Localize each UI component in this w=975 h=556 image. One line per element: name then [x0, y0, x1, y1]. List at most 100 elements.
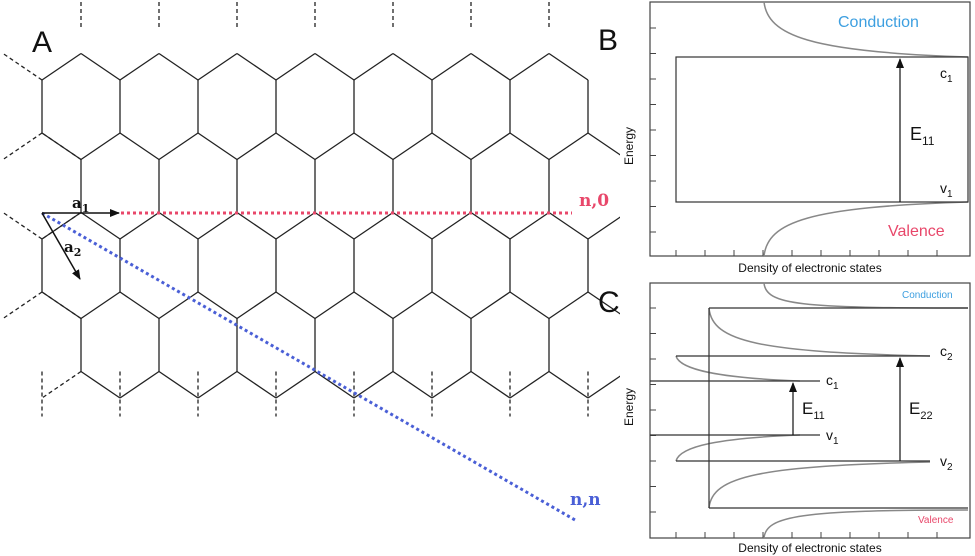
lattice-bond [548, 52, 589, 81]
armchair-direction-label: n,n [570, 490, 601, 510]
lattice-bond [41, 52, 82, 81]
a2-vector-main: a [64, 238, 74, 256]
lattice-bond [587, 216, 620, 240]
panel-a-label: A [32, 26, 52, 59]
lattice-bond [392, 132, 433, 161]
panel-c-conduction-dos-curve-3 [675, 355, 801, 382]
panel-c-c2-label: c2 [940, 343, 953, 363]
lattice-dangling-bond [2, 132, 43, 161]
lattice-dangling-bond [41, 370, 82, 399]
lattice-bond [470, 291, 511, 320]
lattice-bond [80, 132, 121, 161]
lattice-bond [509, 132, 550, 161]
panel-c-energy-axis-label: Energy [622, 388, 636, 426]
lattice-bond [587, 132, 620, 156]
lattice-bond [197, 132, 238, 161]
panel-b-dos-axis-label: Density of electronic states [738, 261, 881, 275]
panel-b-v1-label: v1 [940, 180, 953, 200]
lattice-bond [470, 211, 511, 240]
lattice-bond [80, 52, 121, 81]
a2-vector-arrow [41, 212, 81, 280]
lattice-bond [80, 291, 121, 320]
lattice-dangling-bond [41, 211, 82, 240]
panel-c-dos-ticks [675, 532, 938, 538]
lattice-bond [509, 52, 550, 81]
a1-vector-sub: 1 [82, 202, 90, 215]
lattice-bond [548, 211, 589, 240]
a1-vector-main: a [72, 194, 82, 212]
lattice-dangling-bond [41, 132, 82, 161]
lattice-bond [509, 370, 550, 399]
zigzag-direction-label: n,0 [579, 191, 609, 211]
a2-vector-sub: 2 [74, 246, 82, 259]
panel-c-v1-label: v1 [826, 427, 839, 447]
lattice-bond [353, 52, 394, 81]
lattice-bond [197, 52, 238, 81]
lattice-bond [509, 211, 550, 240]
lattice-bond [80, 211, 121, 240]
lattice-bond [80, 370, 121, 399]
lattice-bond [587, 291, 620, 315]
lattice-bond [470, 370, 511, 399]
panel-b-conduction-dos-curve [763, 1, 969, 58]
lattice-dangling-bond [2, 211, 43, 240]
lattice-bond [314, 370, 355, 399]
panel-c-e11-label: E11 [802, 399, 825, 422]
lattice-bond [197, 291, 238, 320]
panel-b-energy-axis-label: Energy [622, 127, 636, 165]
lattice-bond [314, 211, 355, 240]
lattice-bond [236, 370, 277, 399]
panel-b-dos-ticks [675, 250, 938, 256]
panel-c-c1-label: c1 [826, 372, 839, 392]
lattice-bond [392, 291, 433, 320]
lattice-bond [275, 52, 316, 81]
lattice-bond [236, 211, 277, 240]
panel-b-conduction-label: Conduction [838, 14, 919, 31]
lattice-bond [431, 291, 472, 320]
lattice-bond [119, 211, 160, 240]
lattice-bond [431, 211, 472, 240]
lattice-bond [119, 52, 160, 81]
lattice-bond [353, 291, 394, 320]
lattice-bond [158, 211, 199, 240]
panel-b-gap-box [675, 56, 969, 203]
panel-b-c1-label: c1 [940, 65, 953, 85]
panel-c-valence-label: Valence [918, 515, 954, 526]
honeycomb-lattice [2, 0, 620, 417]
lattice-bond [197, 211, 238, 240]
lattice-bond [236, 132, 277, 161]
lattice-bond [353, 370, 394, 399]
panel-c-valence-dos-curve-2 [708, 461, 931, 509]
lattice-bond [236, 291, 277, 320]
panel-b-frame [649, 1, 971, 257]
lattice-bond [470, 52, 511, 81]
lattice-bond [431, 370, 472, 399]
lattice-bond [119, 370, 160, 399]
lattice-bond [314, 132, 355, 161]
lattice-bond [275, 291, 316, 320]
lattice-bond [548, 291, 589, 320]
lattice-bond [158, 291, 199, 320]
lattice-dangling-bond [2, 52, 43, 81]
lattice-bond [587, 375, 620, 399]
lattice-bond [119, 132, 160, 161]
a1-vector-label: a1 [72, 194, 89, 215]
panel-c-valence-dos-curve-3 [763, 509, 969, 539]
panel-b-energy-ticks [650, 27, 656, 233]
lattice-bond [392, 211, 433, 240]
lattice-bond [509, 291, 550, 320]
lattice-bond [275, 132, 316, 161]
lattice-bond [158, 370, 199, 399]
lattice-bond [431, 52, 472, 81]
panel-c-v2-label: v2 [940, 453, 953, 473]
a2-vector-label: a2 [64, 238, 81, 259]
lattice-bond [275, 211, 316, 240]
lattice-bond [158, 132, 199, 161]
lattice-bond [197, 370, 238, 399]
panel-b-e11-label: E11 [910, 124, 935, 148]
lattice-bond [158, 52, 199, 81]
panel-b-valence-dos-curve [763, 201, 969, 257]
panel-c-dos-axis-label: Density of electronic states [738, 541, 881, 555]
lattice-bond [353, 132, 394, 161]
